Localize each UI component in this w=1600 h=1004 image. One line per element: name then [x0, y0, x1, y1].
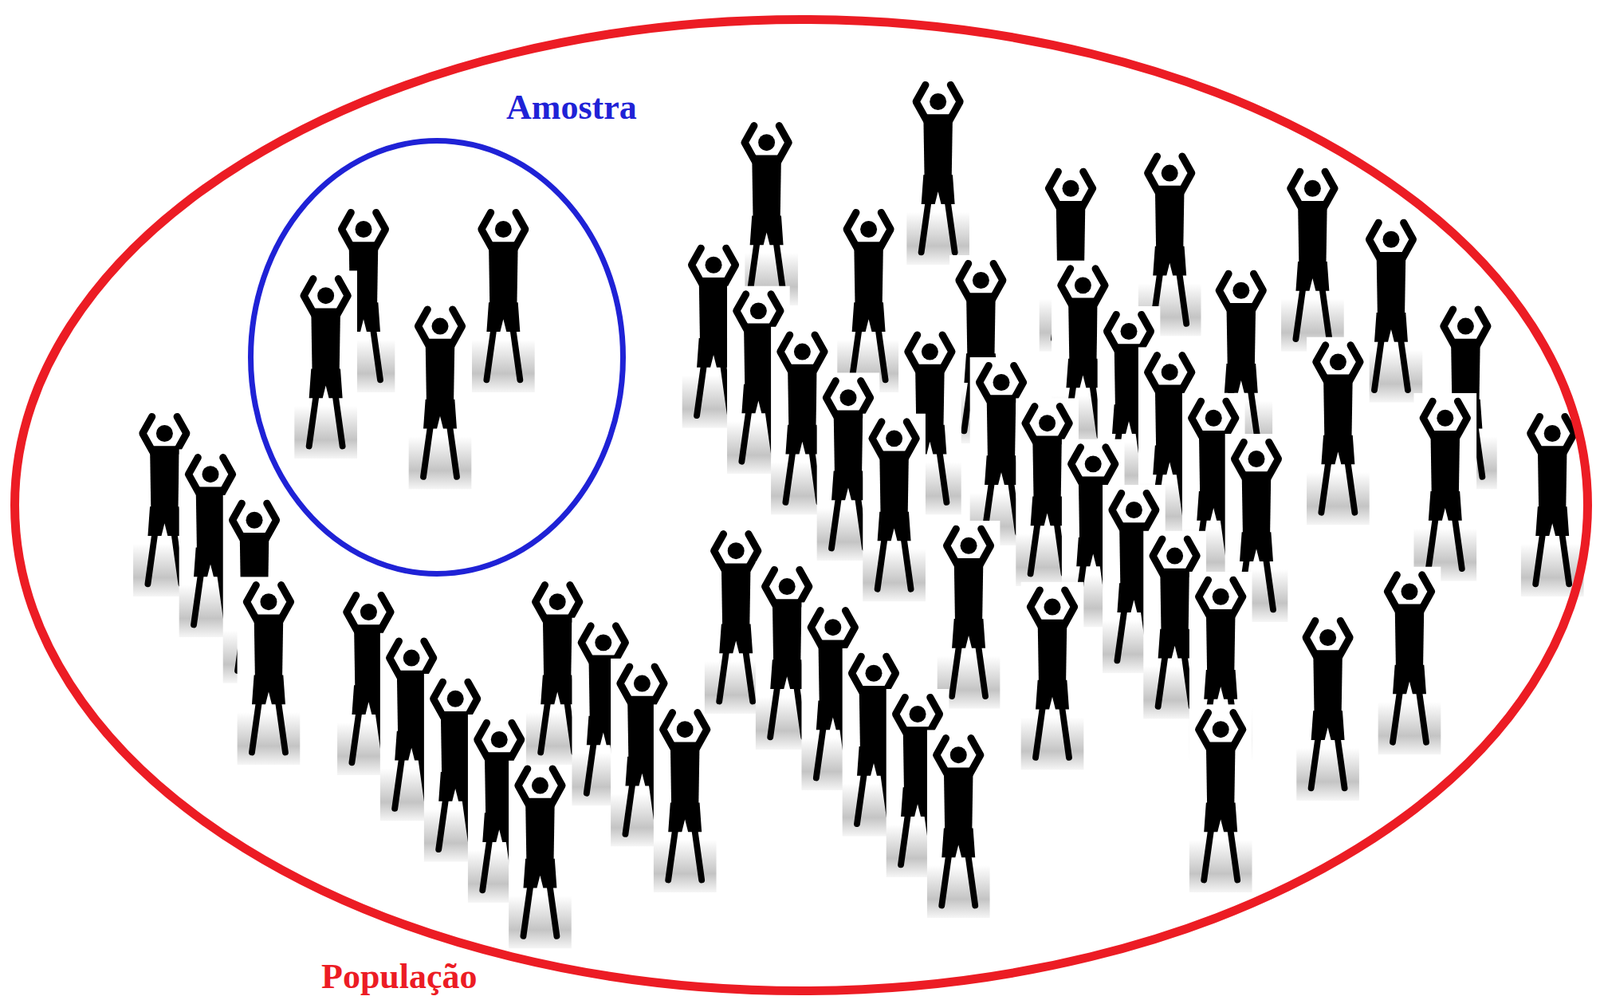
person-silhouette: [927, 729, 991, 918]
person-silhouette: [1021, 581, 1085, 771]
person-silhouette: [1296, 612, 1360, 801]
person-silhouette: [408, 301, 472, 490]
person-silhouette: [294, 270, 358, 459]
person-silhouette: [508, 760, 572, 949]
person-silhouette: [1521, 408, 1585, 597]
person-silhouette: [471, 204, 535, 393]
sample-label: Amostra: [501, 88, 642, 127]
population-label: População: [316, 957, 483, 996]
person-silhouette: [906, 76, 970, 265]
person-silhouette: [653, 703, 717, 893]
person-silhouette: [237, 576, 301, 765]
person-silhouette: [1378, 566, 1442, 755]
population-ellipse-line: [15, 19, 1589, 991]
person-silhouette: [1189, 703, 1253, 893]
person-silhouette: [937, 520, 1001, 709]
population-ellipse: População Amostra: [10, 15, 1593, 995]
person-silhouette: [837, 204, 901, 393]
sample-ellipse-outline: [247, 137, 626, 577]
person-silhouette: [1306, 336, 1370, 525]
population-ellipse-outline: [10, 15, 1593, 995]
person-silhouette: [1413, 393, 1477, 582]
sample-ellipse-line: [251, 141, 624, 574]
person-silhouette: [862, 412, 926, 602]
sample-ellipse: Amostra: [247, 137, 626, 577]
person-silhouette: [1281, 163, 1345, 352]
